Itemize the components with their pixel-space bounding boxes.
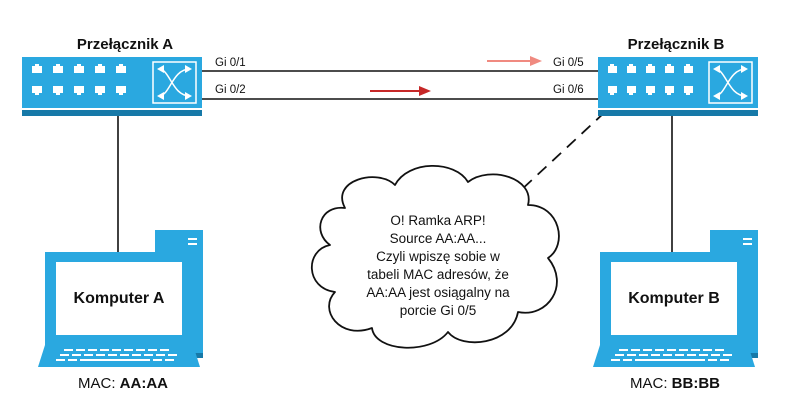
computer-a-label: Komputer A <box>74 290 165 307</box>
computer-icon <box>593 230 758 367</box>
switch-a-title: Przełącznik A <box>77 36 173 53</box>
port-label-gi01: Gi 0/1 <box>215 57 246 69</box>
cloud-line: AA:AA jest osiągalny na <box>366 285 510 300</box>
thought-connector <box>504 111 606 206</box>
mac-prefix: MAC: <box>78 375 120 392</box>
switch-icon <box>598 57 758 116</box>
port-label-gi06: Gi 0/6 <box>553 84 584 96</box>
computer-icon <box>38 230 203 367</box>
switch-b-title: Przełącznik B <box>628 36 725 53</box>
cloud-line: Czyli wpiszę sobie w <box>376 249 500 264</box>
computer-b-mac: MAC: BB:BB <box>630 375 720 392</box>
port-label-gi02: Gi 0/2 <box>215 84 246 96</box>
computer-a-mac: MAC: AA:AA <box>78 375 168 392</box>
mac-prefix: MAC: <box>630 375 672 392</box>
cloud-line: porcie Gi 0/5 <box>400 303 477 318</box>
arrow-icon <box>487 56 542 66</box>
cloud-message: O! Ramka ARP! Source AA:AA... Czyli wpis… <box>366 213 510 318</box>
mac-value: BB:BB <box>672 375 720 392</box>
mac-value: AA:AA <box>120 375 168 392</box>
cloud-line: tabeli MAC adresów, że <box>367 267 509 282</box>
cloud-line: O! Ramka ARP! <box>390 213 485 228</box>
switch-icon <box>22 57 202 116</box>
thought-cloud-icon <box>310 165 560 349</box>
port-label-gi05: Gi 0/5 <box>553 57 584 69</box>
arrow-icon <box>370 86 431 96</box>
cloud-line: Source AA:AA... <box>390 231 487 246</box>
computer-b-label: Komputer B <box>628 290 720 307</box>
